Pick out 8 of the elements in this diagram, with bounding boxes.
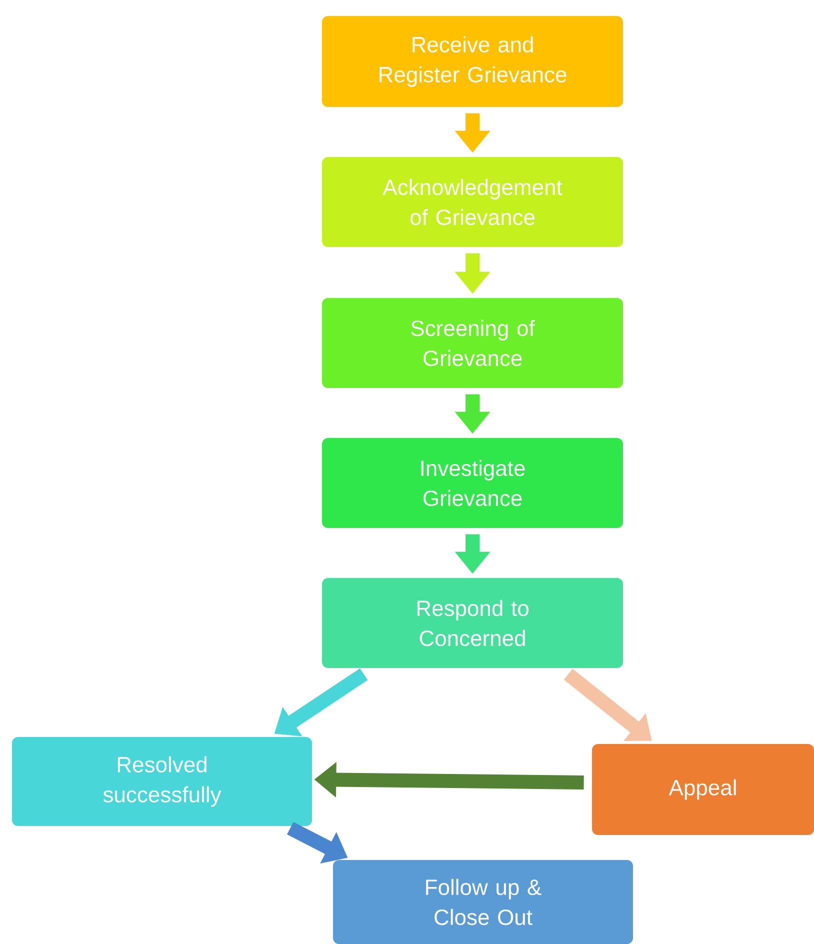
process-box: Respond to Concerned [322,578,623,668]
process-box: Acknowledgement of Grievance [322,157,623,247]
process-box: Investigate Grievance [322,438,623,528]
process-box: Appeal [592,744,814,835]
process-box: Screening of Grievance [322,298,623,388]
process-box: Receive and Register Grievance [322,16,623,107]
process-box: Follow up & Close Out [333,860,633,944]
process-box: Resolved successfully [12,737,312,826]
